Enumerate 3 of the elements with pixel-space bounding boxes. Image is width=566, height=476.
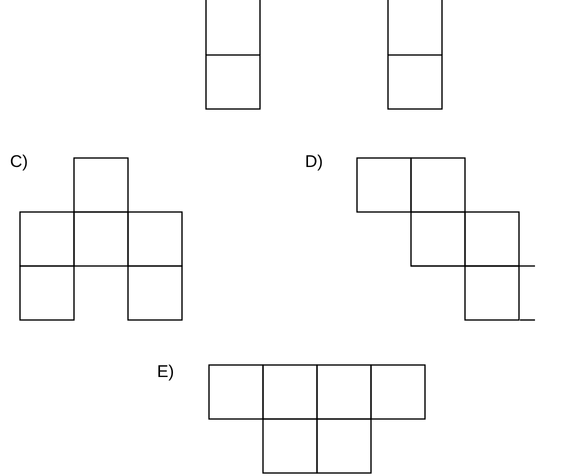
option-label: C) bbox=[10, 152, 28, 172]
option-label: D) bbox=[305, 152, 323, 172]
option-label: E) bbox=[157, 362, 174, 382]
